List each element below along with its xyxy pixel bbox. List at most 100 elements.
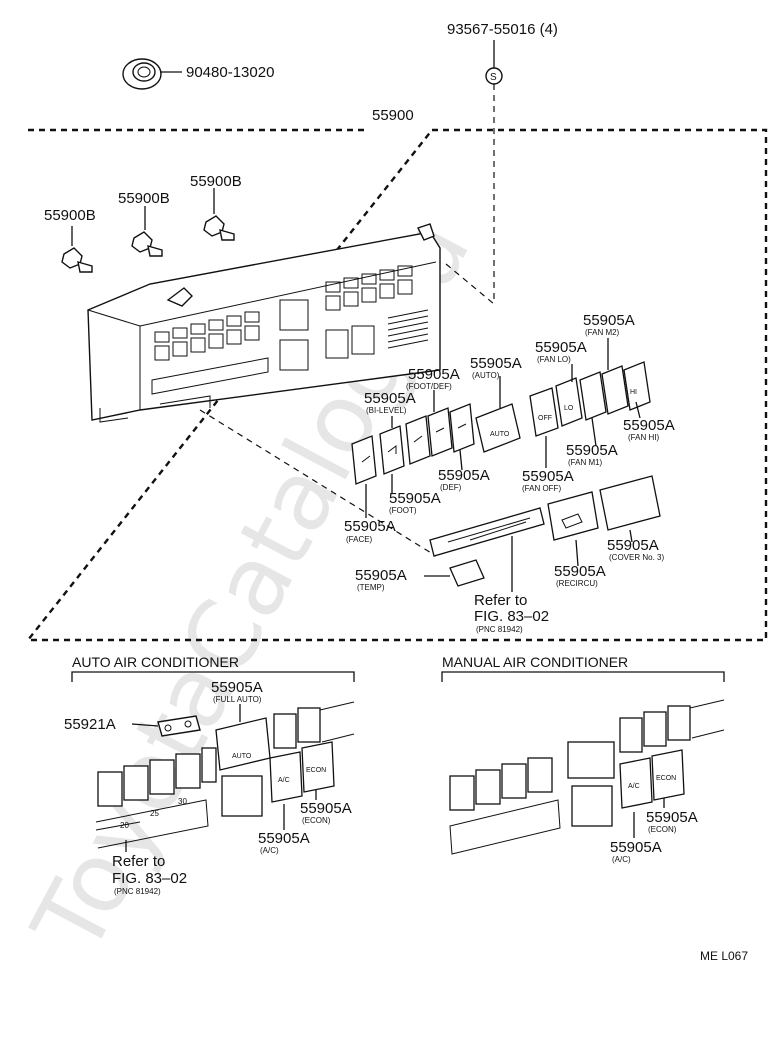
label-fan-lo: 55905A (FAN LO) [535,339,587,364]
label-foot: 55905A (FOOT) [389,490,441,515]
svg-text:55905A: 55905A [389,490,441,507]
svg-text:55905A: 55905A [623,417,675,434]
cover-no3 [599,475,661,531]
button-fan-m1 [579,371,607,421]
button-auto: AUTO [475,403,521,453]
svg-text:(BI-LEVEL): (BI-LEVEL) [366,406,407,415]
svg-text:55905A: 55905A [211,679,263,696]
auto-ac-ac-label: 55905A (A/C) [258,830,310,855]
svg-text:55905A: 55905A [300,800,352,817]
part-number-90480: 90480-13020 [186,64,274,81]
leader-lines-top [365,338,641,518]
button-auto-face: AUTO [490,431,510,438]
auto-ac-ac-face: A/C [278,777,290,784]
figure-code: ME L067 [700,949,748,963]
assembly-boundary [25,128,768,642]
button-fan-lo-face: LO [564,405,574,412]
clip-55900b-right [203,188,235,241]
button-bi-level [405,415,431,465]
manual-ac-panel: A/C ECON [449,699,725,855]
svg-text:55905A: 55905A [258,830,310,847]
svg-text:(FACE): (FACE) [346,535,373,544]
svg-text:(A/C): (A/C) [612,855,631,864]
button-recircu [547,491,599,541]
manual-ac-ac-face: A/C [628,783,640,790]
svg-text:55905A: 55905A [470,355,522,372]
svg-text:55905A: 55905A [408,366,460,383]
button-foot [379,425,405,475]
button-fan-off-face: OFF [538,415,552,422]
svg-text:(COVER No. 3): (COVER No. 3) [609,553,664,562]
svg-text:(ECON): (ECON) [302,816,331,825]
svg-text:(TEMP): (TEMP) [357,583,385,592]
svg-text:55905A: 55905A [646,809,698,826]
svg-text:FIG. 83–02: FIG. 83–02 [474,608,549,625]
svg-text:25: 25 [150,809,159,818]
svg-text:55905A: 55905A [344,518,396,535]
label-foot-def: 55905A (FOOT/DEF) [406,366,460,391]
auto-ac-bracket-number: 55921A [64,716,116,733]
svg-text:55905A: 55905A [535,339,587,356]
auto-ac-full-auto-face: AUTO [232,753,252,760]
temp-scale: 20 25 30 [120,797,187,830]
label-fan-m2: 55905A (FAN M2) [583,312,635,337]
button-fan-hi: HI [623,361,651,411]
part-number-93567: 93567-55016 (4) [447,21,558,38]
svg-text:(ECON): (ECON) [648,825,677,834]
svg-text:20: 20 [120,821,129,830]
svg-text:55905A: 55905A [438,467,490,484]
manual-ac-econ-face: ECON [656,775,676,782]
svg-text:(AUTO): (AUTO) [472,371,500,380]
label-fan-off: 55905A (FAN OFF) [522,468,574,493]
temp-panel [429,507,545,557]
svg-text:55905A: 55905A [607,537,659,554]
button-fan-m2 [601,365,629,415]
svg-text:(A/C): (A/C) [260,846,279,855]
clip-55900b-mid [131,206,163,257]
temp-knob [449,559,485,587]
svg-text:55905A: 55905A [566,442,618,459]
svg-text:(FOOT/DEF): (FOOT/DEF) [406,382,452,391]
part-number-55900b-3: 55900B [190,173,242,190]
bracket-55921a [131,715,201,737]
manual-ac-heading: MANUAL AIR CONDITIONER [442,654,628,670]
label-auto: 55905A (AUTO) [470,355,522,380]
svg-text:FIG. 83–02: FIG. 83–02 [112,870,187,887]
part-number-55900b-1: 55900B [44,207,96,224]
clip-55900b-left [61,226,93,273]
part-number-55900: 55900 [372,107,414,124]
standard-part-symbol-letter: S [490,72,497,83]
svg-text:Refer to: Refer to [112,853,165,870]
control-housing [87,223,441,423]
svg-text:(FAN M2): (FAN M2) [585,328,620,337]
part-number-55900b-2: 55900B [118,190,170,207]
svg-text:30: 30 [178,797,187,806]
svg-text:(FAN LO): (FAN LO) [537,355,571,364]
svg-text:(FAN M1): (FAN M1) [568,458,603,467]
button-fan-off: OFF [529,387,559,437]
svg-text:(PNC 81942): (PNC 81942) [476,625,523,634]
button-fan-lo: LO [555,377,583,427]
auto-ac-refer: Refer to FIG. 83–02 (PNC 81942) [112,853,187,896]
leader-lines-bottom [424,529,633,592]
svg-text:55905A: 55905A [355,567,407,584]
svg-text:(FAN OFF): (FAN OFF) [522,484,561,493]
auto-ac-econ-face: ECON [306,767,326,774]
auto-ac-econ-label: 55905A (ECON) [300,800,352,825]
svg-text:(FOOT): (FOOT) [389,506,417,515]
svg-text:55905A: 55905A [364,390,416,407]
label-face: 55905A (FACE) [344,518,396,544]
manual-ac-ac-label: 55905A (A/C) [610,839,662,864]
grommet-part [122,58,182,90]
label-fan-hi: 55905A (FAN HI) [623,417,675,442]
auto-ac-panel: 20 25 30 AUTO A/C ECON [95,701,355,849]
button-def [449,403,475,453]
button-face [351,435,377,485]
label-recircu: 55905A (RECIRCU) [554,563,606,588]
svg-text:55905A: 55905A [554,563,606,580]
svg-text:55905A: 55905A [583,312,635,329]
button-foot-def [427,407,453,457]
label-bi-level: 55905A (BI-LEVEL) [364,390,416,415]
label-cover-no3: 55905A (COVER No. 3) [607,537,664,562]
